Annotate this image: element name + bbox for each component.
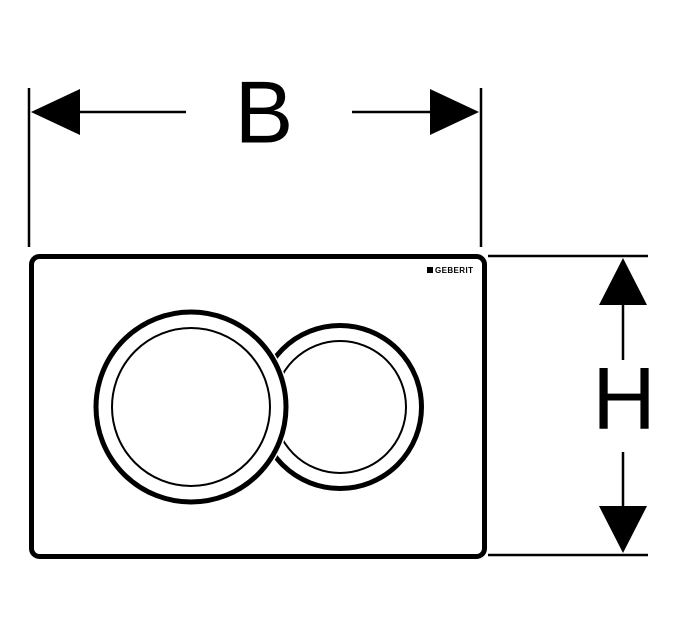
small-button-inner-ring: [273, 340, 407, 474]
height-arrowhead-top: [599, 258, 647, 305]
flush-plate: GEBERIT: [29, 254, 487, 559]
width-arrowhead-left: [31, 89, 80, 135]
width-label: B: [235, 63, 294, 162]
brand-square-icon: [427, 267, 433, 273]
large-flush-button[interactable]: [92, 308, 290, 506]
height-label: H: [592, 349, 656, 448]
brand-name: GEBERIT: [435, 266, 473, 275]
brand-logo: GEBERIT: [427, 266, 473, 275]
height-dimension: H: [488, 254, 656, 557]
large-button-inner-ring: [111, 327, 271, 487]
width-arrowhead-right: [430, 89, 479, 135]
height-arrowhead-bottom: [599, 506, 647, 553]
width-dimension: B: [27, 63, 483, 247]
